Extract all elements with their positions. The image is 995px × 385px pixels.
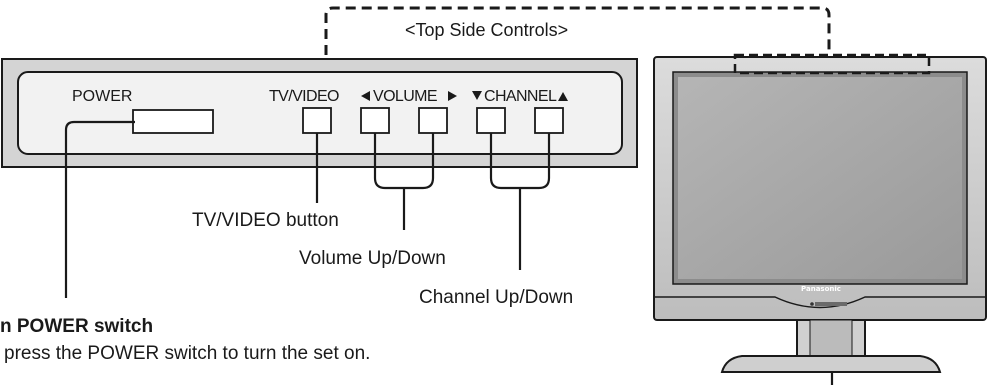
- top-controls-highlight: [733, 53, 931, 75]
- tv-video-button[interactable]: [302, 107, 332, 134]
- tv-video-callout: TV/VIDEO button: [192, 210, 339, 231]
- tv-brand-logo: Panasonic: [801, 285, 841, 293]
- channel-label: CHANNEL: [484, 88, 557, 105]
- tv-illustration: Panasonic: [653, 56, 987, 373]
- leader-lines: [64, 120, 834, 385]
- power-label: POWER: [72, 88, 133, 105]
- volume-label: VOLUME: [373, 88, 438, 105]
- tv-video-label: TV/VIDEO: [269, 88, 339, 105]
- tv-lower-trim: [655, 296, 985, 309]
- channel-callout: Channel Up/Down: [419, 287, 574, 308]
- tv-indicator: [815, 302, 847, 306]
- triangle-right-icon: [448, 91, 457, 101]
- triangle-up-icon: [558, 92, 568, 101]
- main-power-callout: n POWER switch: [0, 316, 154, 337]
- top-controls-bracket: [324, 6, 831, 55]
- volume-leader: [373, 133, 435, 230]
- tv-screen: [678, 77, 962, 279]
- tv-power-led: [810, 302, 814, 306]
- tv-base: [720, 355, 942, 373]
- tv-neck-inner: [809, 319, 853, 357]
- channel-leader: [489, 133, 551, 270]
- volume-up-button[interactable]: [418, 107, 448, 134]
- volume-callout: Volume Up/Down: [299, 248, 446, 269]
- channel-down-button[interactable]: [476, 107, 506, 134]
- channel-up-button[interactable]: [534, 107, 564, 134]
- triangle-left-icon: [361, 91, 370, 101]
- main-power-description: press the POWER switch to turn the set o…: [4, 343, 371, 364]
- power-switch[interactable]: [132, 109, 214, 134]
- top-side-controls-title: <Top Side Controls>: [405, 20, 569, 40]
- volume-down-button[interactable]: [360, 107, 390, 134]
- triangle-down-icon: [472, 91, 482, 100]
- power-leader: [64, 120, 135, 298]
